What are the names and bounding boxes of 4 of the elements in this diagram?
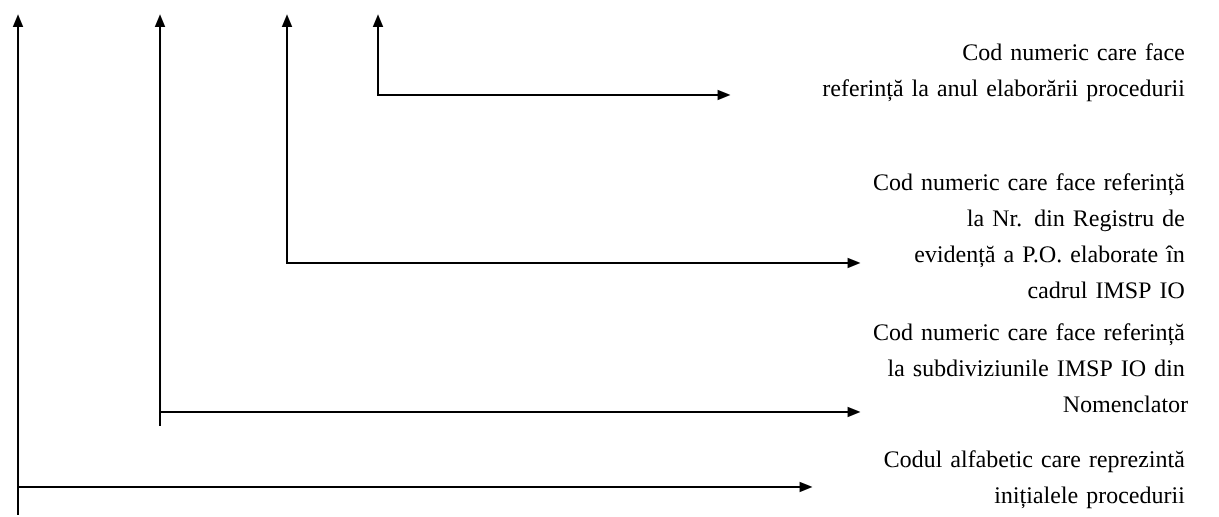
annotation-text: Cod numeric care face referință la Nr. din Registru de evidență a P.O. elaborate în cadrul IMSP IO <box>874 173 1185 299</box>
annotation-text: Cod numeric care face referință la anul elaborării procedurii <box>822 43 1185 102</box>
annotation-text: Codul alfabetic care reprezintă inițialele procedurii <box>884 450 1185 509</box>
annotation-text: Cod numeric care face referință la subdiviziunile IMSP IO din Nomenclator <box>874 323 1188 413</box>
